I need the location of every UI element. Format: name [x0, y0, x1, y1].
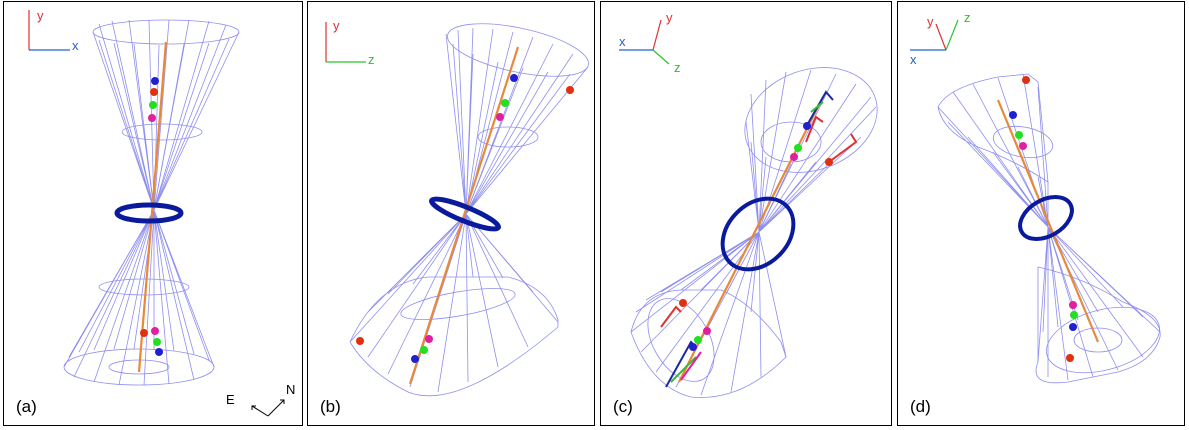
axis-indicator-a: y x — [28, 8, 79, 53]
panel-c: y x z — [600, 1, 892, 426]
markers-c — [679, 122, 833, 351]
panel-label-a: (a) — [16, 397, 37, 416]
lower-cone-b — [349, 213, 559, 397]
markers-b — [356, 74, 574, 363]
cone-diagram-d: y z x — [910, 10, 1161, 384]
axis-label-z: z — [368, 52, 375, 67]
vectors-c — [660, 90, 858, 388]
ring-b — [429, 196, 501, 232]
markers-a — [140, 77, 163, 356]
lower-cone-c — [630, 231, 787, 398]
track-d — [996, 99, 1100, 343]
panel-b: y z (b) — [307, 1, 595, 426]
track-b — [408, 46, 520, 385]
ring-a — [114, 202, 184, 224]
ring-c — [720, 196, 796, 272]
panel-label-c: (c) — [613, 397, 633, 416]
axis-label-z: z — [964, 10, 971, 25]
upper-cone-d — [937, 73, 1054, 228]
axis-label-x: x — [910, 52, 917, 67]
axis-indicator-b: y z — [325, 18, 375, 67]
compass-label-e: E — [226, 392, 235, 407]
cone-diagram-c: y x z — [619, 10, 878, 398]
panel-label-b: (b) — [320, 397, 341, 416]
upper-cone-c — [744, 67, 878, 233]
axis-label-z: z — [674, 60, 681, 75]
markers-d — [1009, 76, 1078, 362]
axis-indicator-c: y x z — [619, 10, 681, 75]
panel-d: y z x (d) — [897, 1, 1185, 426]
lower-cone-d — [1035, 226, 1161, 384]
axis-label-y: y — [37, 8, 44, 23]
cone-diagram-a: y x N — [28, 8, 295, 417]
panel-a: y x N — [3, 1, 303, 426]
axis-label-y: y — [666, 10, 673, 25]
cone-diagram-b: y z — [325, 18, 589, 397]
panel-label-d: (d) — [910, 397, 931, 416]
axis-label-x: x — [72, 38, 79, 53]
compass-label-n: N — [286, 382, 295, 397]
ring-d — [1018, 195, 1074, 241]
compass-a: N E — [226, 382, 295, 417]
axis-label-y: y — [927, 14, 934, 29]
axis-label-y: y — [333, 18, 340, 33]
axis-indicator-d: y z x — [910, 10, 971, 67]
upper-cone-b — [445, 23, 589, 215]
axis-label-x: x — [619, 34, 626, 49]
